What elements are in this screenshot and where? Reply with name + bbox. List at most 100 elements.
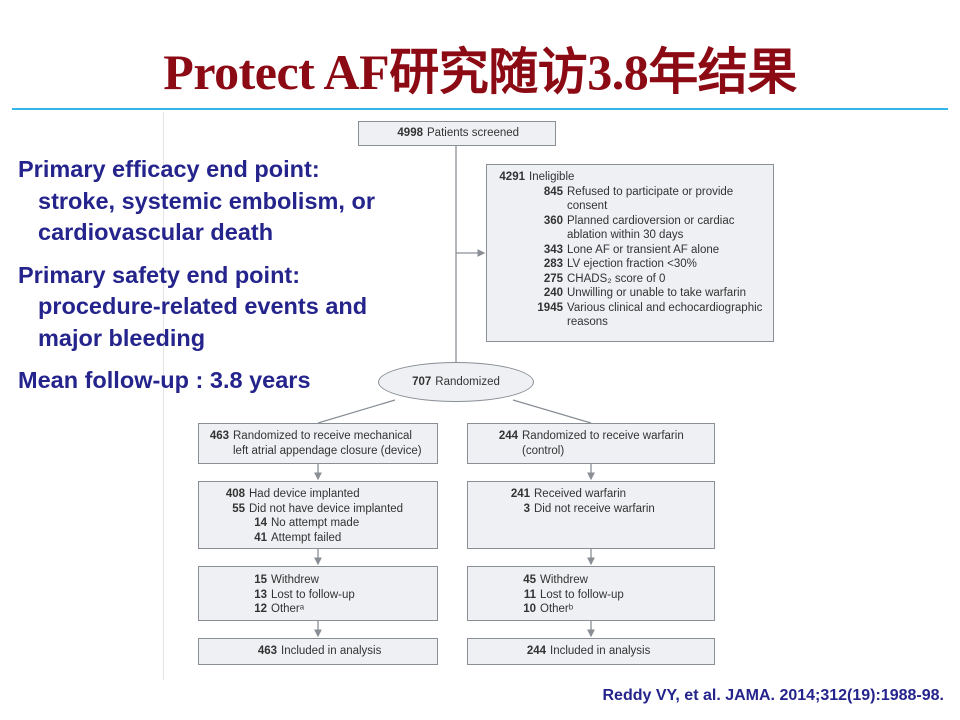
label: Did not have device implanted (249, 502, 404, 515)
count: 11 (523, 588, 536, 601)
spacer (492, 444, 522, 459)
flow-row: 343 Lone AF or transient AF alone (497, 243, 773, 258)
label: Otherᵇ (540, 603, 574, 615)
device-implant-box: 408 Had device implanted 55 Did not have de… (198, 481, 438, 549)
count: 463 (209, 430, 229, 442)
flow-row: 241 Received warfarin (508, 487, 714, 502)
label: Did not receive warfarin (534, 502, 655, 515)
warfarin-receipt-box: 241 Received warfarin 3 Did not receive war… (467, 481, 715, 549)
count: 241 (510, 488, 530, 500)
count: 240 (543, 287, 563, 299)
label: Randomized to receive warfarin (522, 430, 684, 442)
flow-row: 15 Withdrew (251, 573, 437, 588)
label: Otherᵃ (271, 603, 305, 615)
flow-row: 10 Otherᵇ (520, 602, 714, 617)
flow-row-continued: reasons (497, 315, 773, 330)
count: 343 (543, 243, 563, 256)
flow-row: 55 Did not have device implanted (223, 502, 437, 517)
device-branch (317, 399, 396, 424)
slide-title: Protect AF研究随访3.8年结果 (163, 44, 797, 100)
label-continued: consent (567, 200, 608, 212)
label: No attempt made (271, 517, 360, 529)
label-continued: (control) (522, 444, 565, 457)
safety-line: major bleeding (38, 324, 206, 351)
count: 360 (543, 214, 563, 227)
safety-heading: Primary safety end point: (18, 261, 301, 288)
label: Lost to follow-up (271, 588, 355, 601)
count: 3 (523, 502, 530, 515)
label-continued: reasons (567, 316, 608, 328)
safety-line: procedure-related events and (38, 293, 368, 319)
efficacy-heading: Primary efficacy end point: (18, 156, 320, 182)
flow-row: 283 LV ejection fraction <30% (497, 257, 773, 272)
label: LV ejection fraction <30% (567, 258, 697, 270)
count: 275 (543, 272, 563, 285)
faint-divider (163, 112, 164, 680)
count: 45 (523, 574, 536, 586)
flow-row-continued: ablation within 30 days (497, 228, 773, 243)
device-analysis-box: 463 Included in analysis (198, 638, 438, 665)
count: 4291 (499, 171, 525, 183)
flow-row: 4998 Patients screened (395, 126, 555, 141)
randomized-node: 707 Randomized (378, 362, 534, 402)
citation: Reddy VY, et al. JAMA. 2014;312(19):1988… (602, 687, 945, 704)
label: Planned cardioversion or cardiac (567, 214, 735, 227)
label: Attempt failed (271, 531, 342, 544)
spacer (497, 315, 567, 330)
flow-row: 360 Planned cardioversion or cardiac (497, 214, 773, 229)
label: Withdrew (271, 574, 319, 586)
screened-box: 4998 Patients screened (358, 121, 556, 146)
count: 15 (254, 574, 267, 586)
spacer (497, 199, 567, 214)
flow-row-continued: consent (497, 199, 773, 214)
label: Included in analysis (281, 645, 382, 657)
label: CHADS₂ score of 0 (567, 272, 666, 285)
flow-row-continued: (control) (492, 444, 714, 459)
flow-row: 12 Otherᵃ (251, 602, 437, 617)
flow-row: 845 Refused to participate or provide (497, 185, 773, 200)
label: Various clinical and echocardiographic (567, 301, 763, 314)
flow-row-continued: left atrial appendage closure (device) (207, 444, 437, 459)
count: 55 (232, 502, 245, 515)
flow-row: 1945 Various clinical and echocardiograph… (497, 301, 773, 316)
count: 1945 (537, 301, 563, 314)
label-continued: ablation within 30 days (567, 229, 684, 241)
randomized-count: 707 (412, 376, 432, 388)
label: Withdrew (540, 574, 588, 586)
warfarin-allocation-box: 244 Randomized to receive warfarin (contro… (467, 423, 715, 464)
count: 12 (254, 603, 267, 615)
flow-row: 275 CHADS₂ score of 0 (497, 272, 773, 287)
randomized-label: Randomized (435, 376, 500, 388)
label: Unwilling or unable to take warfarin (567, 287, 746, 299)
label: Received warfarin (534, 488, 627, 500)
count: 408 (225, 488, 245, 500)
count: 845 (543, 185, 563, 198)
count: 244 (498, 430, 518, 442)
count: 10 (523, 603, 536, 615)
warfarin-branch (512, 399, 592, 424)
followup-text: Mean follow-up : 3.8 years (18, 367, 311, 393)
label: Refused to participate or provide (567, 185, 734, 198)
spacer (207, 444, 233, 459)
count: 283 (543, 258, 563, 270)
count: 4998 (397, 127, 423, 139)
flow-row: 240 Unwilling or unable to take warfarin (497, 286, 773, 301)
count: 463 (257, 645, 277, 657)
efficacy-line: stroke, systemic embolism, or (38, 187, 375, 214)
flow-row: 3 Did not receive warfarin (508, 502, 714, 517)
efficacy-line: cardiovascular death (38, 219, 274, 245)
label: Had device implanted (249, 488, 360, 500)
label: Lone AF or transient AF alone (567, 243, 720, 256)
label: Patients screened (427, 127, 520, 139)
flow-row: 408 Had device implanted (223, 487, 437, 502)
